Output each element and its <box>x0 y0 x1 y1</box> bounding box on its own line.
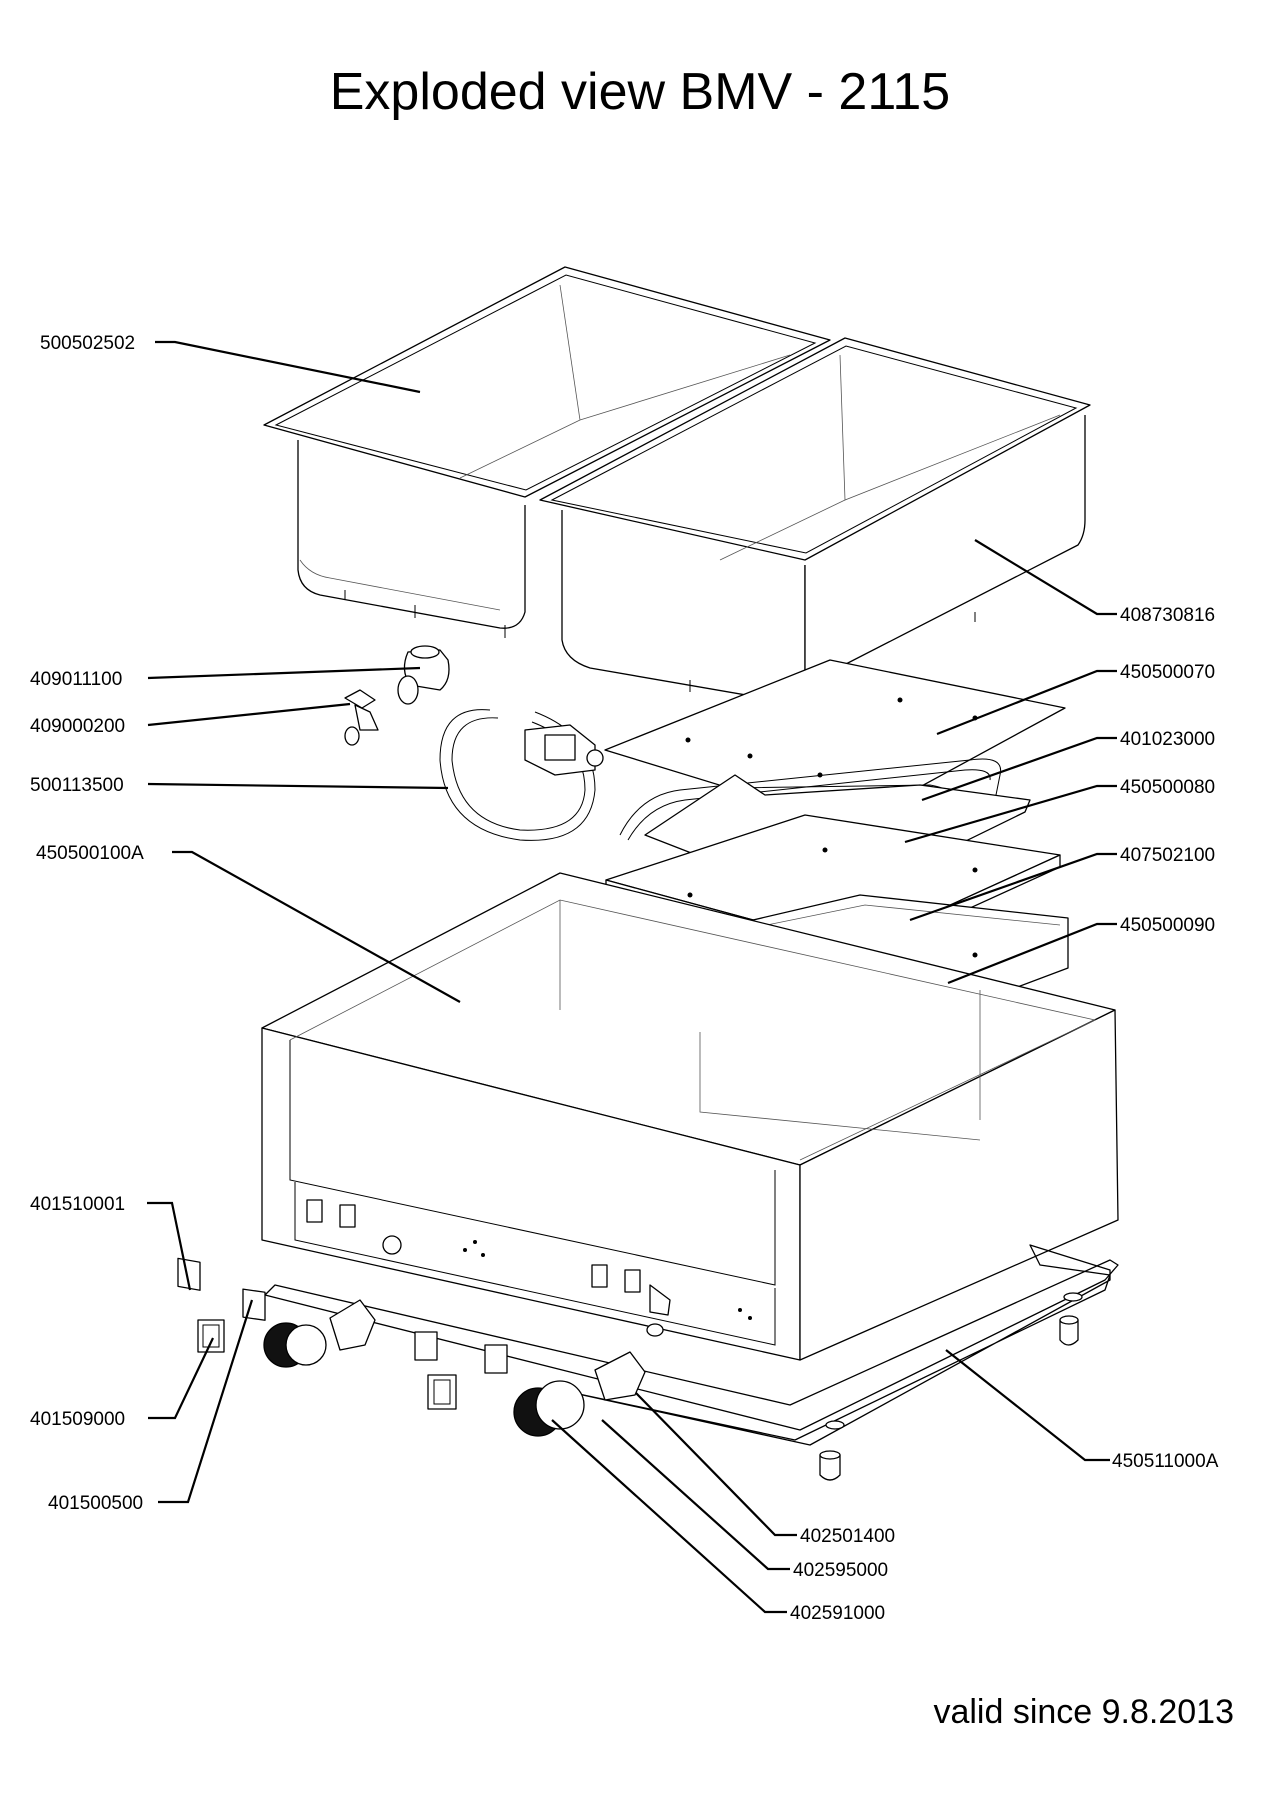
label-elbow-fitting: 409011100 <box>30 669 122 690</box>
page-title: Exploded view BMV - 2115 <box>329 63 951 121</box>
housing-drawing <box>261 872 1119 1361</box>
leader-knob-ring <box>601 1419 790 1571</box>
leader-support-tray <box>947 922 1117 985</box>
leader-light-frame <box>148 1337 214 1420</box>
leader-housing <box>172 850 461 1003</box>
label-thermostat: 402501400 <box>800 1526 895 1547</box>
leader-drain-valve <box>147 702 351 727</box>
fittings-drawing <box>344 645 604 841</box>
part-labels: 500502502 408730816 409011100 409000200 … <box>30 333 1219 1624</box>
leader-base-plate <box>945 1349 1110 1462</box>
label-light-frame: 401509000 <box>30 1409 125 1430</box>
tank-left-drawing <box>263 266 831 638</box>
label-indicator-light: 401510001 <box>30 1194 125 1215</box>
label-heating-element: 401023000 <box>1120 729 1215 750</box>
leader-rocker-switch <box>158 1299 254 1504</box>
label-rocker-switch: 401500500 <box>48 1493 143 1514</box>
leader-heater-bracket <box>904 784 1117 844</box>
leader-indicator-light <box>147 1201 192 1291</box>
leader-insulation-board <box>909 852 1117 922</box>
tank-right-drawing <box>539 337 1091 701</box>
leader-tank-left <box>155 340 421 394</box>
label-insulation-board: 407502100 <box>1120 845 1215 866</box>
label-tank-left: 500502502 <box>40 333 135 354</box>
label-drain-valve: 409000200 <box>30 716 125 737</box>
label-hose-assembly: 500113500 <box>30 775 124 796</box>
leader-cover-plate <box>936 669 1117 736</box>
validity-note: valid since 9.8.2013 <box>933 1693 1234 1731</box>
leader-tank-right <box>974 539 1117 616</box>
label-knob-ring: 402595000 <box>793 1560 888 1581</box>
label-tank-right: 408730816 <box>1120 605 1215 626</box>
leader-thermostat <box>635 1392 797 1537</box>
label-housing: 450500100A <box>36 843 144 864</box>
leader-elbow-fitting <box>147 666 421 680</box>
label-cover-plate: 450500070 <box>1120 662 1215 683</box>
label-control-knob: 402591000 <box>790 1603 885 1624</box>
label-support-tray: 450500090 <box>1120 915 1215 936</box>
label-heater-bracket: 450500080 <box>1120 777 1215 798</box>
label-base-plate: 450511000A <box>1112 1451 1219 1472</box>
leader-lines <box>147 340 1117 1614</box>
leader-hose-assembly <box>147 782 449 790</box>
leader-heating-element <box>921 736 1117 802</box>
front-controls-drawing <box>177 1257 671 1437</box>
leader-control-knob <box>551 1419 787 1614</box>
